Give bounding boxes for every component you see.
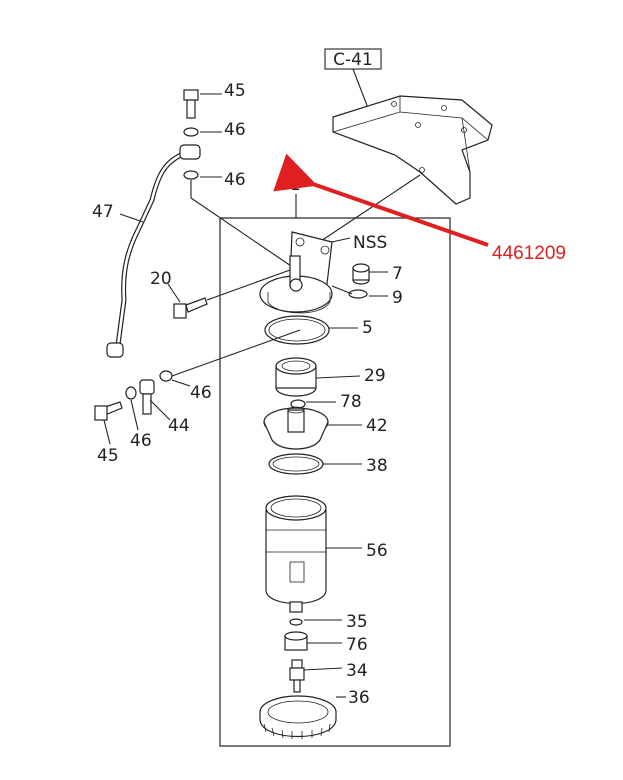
bolt-20 xyxy=(173,297,208,319)
label-56: 56 xyxy=(366,541,388,561)
label-29: 29 xyxy=(364,366,386,386)
assembly-frame xyxy=(219,217,451,747)
label-46-a: 46 xyxy=(224,120,246,140)
fitting-44 xyxy=(139,379,155,415)
label-5: 5 xyxy=(362,318,373,338)
highlight-part-number: 4461209 xyxy=(492,243,566,264)
label-46-c: 46 xyxy=(190,383,212,403)
filter-element-56 xyxy=(265,495,327,613)
label-36: 36 xyxy=(348,688,370,708)
label-20: 20 xyxy=(150,269,172,289)
label-7: 7 xyxy=(392,264,403,284)
fuel-pipe xyxy=(106,144,201,358)
label-42: 42 xyxy=(366,416,388,436)
highlight-arrow xyxy=(273,153,489,247)
bolt-45-bottom xyxy=(94,401,123,421)
label-46-b: 46 xyxy=(224,170,246,190)
label-47: 47 xyxy=(92,202,114,222)
element-cap-42 xyxy=(263,406,329,450)
label-78: 78 xyxy=(340,392,362,412)
label-45-bottom: 45 xyxy=(97,446,119,466)
banjo-bolt-top xyxy=(183,89,199,119)
drain-34 xyxy=(289,659,305,693)
label-nss: NSS xyxy=(353,233,387,253)
label-76: 76 xyxy=(346,635,368,655)
plug-7 xyxy=(352,263,370,285)
ring-nut-36 xyxy=(259,695,337,739)
reference-box-label: C-41 xyxy=(333,50,373,70)
label-38: 38 xyxy=(366,456,388,476)
label-35: 35 xyxy=(346,612,368,632)
reference-box: C-41 xyxy=(324,48,382,109)
spacer-29 xyxy=(275,357,317,397)
label-46-d: 46 xyxy=(130,431,152,451)
label-9: 9 xyxy=(392,288,403,308)
filter-head xyxy=(259,231,333,314)
bracket xyxy=(332,95,493,205)
cap-76 xyxy=(284,631,308,651)
assembly-number: 1 xyxy=(290,175,301,195)
label-34: 34 xyxy=(346,661,368,681)
label-45-top: 45 xyxy=(224,81,246,101)
label-44: 44 xyxy=(168,416,190,436)
